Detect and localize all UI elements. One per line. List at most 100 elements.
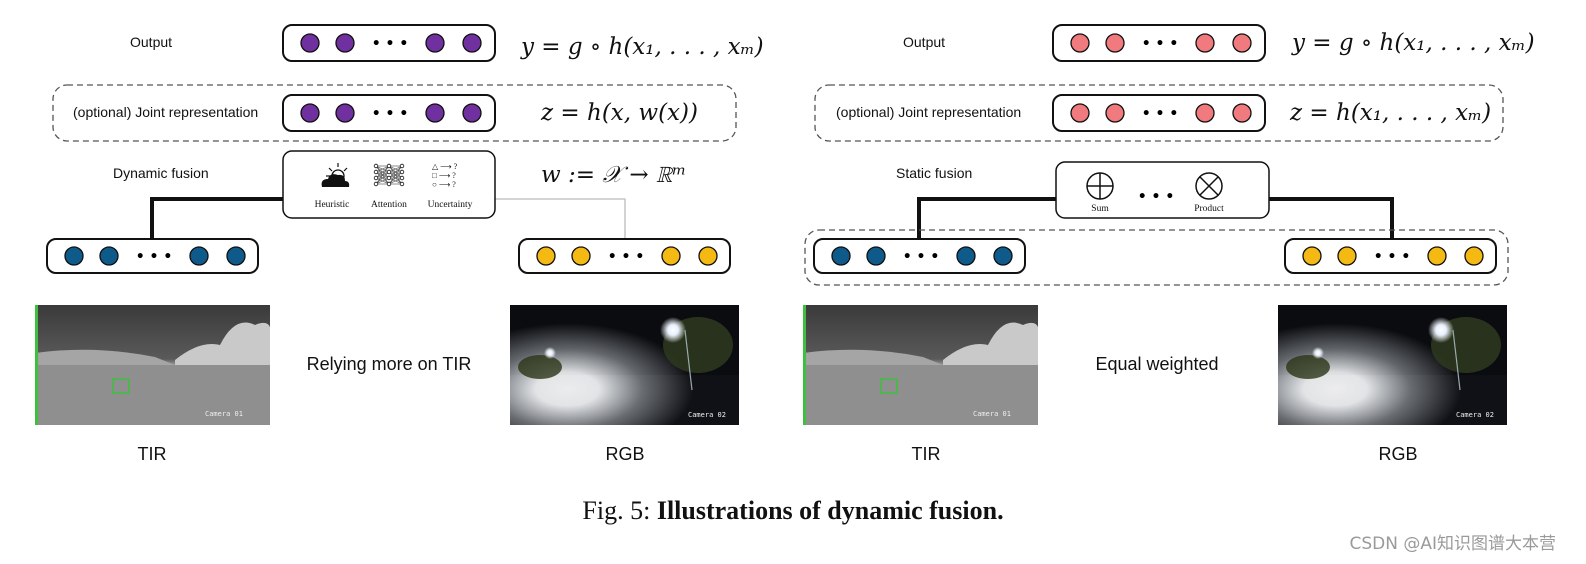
neural-net-icon [373,163,405,187]
output-formula: y = g ∘ h(x₁, . . . , xₘ) [1291,30,1535,56]
feature-node [1232,33,1252,53]
fusion-label: Static fusion [896,165,972,181]
feature-node [99,246,119,266]
feature-node [425,33,445,53]
output-vector-dots: • • • [1070,33,1252,53]
output-vector [1052,24,1266,62]
circle-times-icon [1195,172,1223,200]
feature-node [335,33,355,53]
detection-box [112,378,130,394]
camera-label: Camera 02 [1456,411,1494,419]
ellipsis: • • • [372,36,409,52]
ellipsis: • • • [1142,106,1179,122]
method-label-attention: Attention [371,200,407,210]
feature-node [226,246,246,266]
joint-vector-dots: • • • [1070,103,1252,123]
uncertainty-mark-square: □ ⟶ ? [432,171,456,180]
shape-question-icon: △ ⟶ ? □ ⟶ ? ○ ⟶ ? [432,162,458,189]
feature-node [571,246,591,266]
feature-node [462,33,482,53]
ellipsis: • • • [1374,249,1411,265]
fusion-label: Dynamic fusion [113,165,209,181]
tir-feature-vector [813,238,1026,274]
tir-vector-dots: • • • [831,246,1013,266]
camera-label: Camera 02 [688,411,726,419]
feature-node [831,246,851,266]
joint-label: (optional) Joint representation [836,104,1021,120]
ellipsis: • • • [136,249,173,265]
feature-node [335,103,355,123]
left-panel: Output • • • y = g ∘ h(x₁, . . . , xₘ) (… [35,24,764,464]
feature-node [1070,33,1090,53]
feature-node [300,33,320,53]
tir-label: TIR [138,444,167,464]
method-label-product: Product [1194,204,1224,214]
feature-node [993,246,1013,266]
feature-node [1427,246,1447,266]
method-label-sum: Sum [1091,204,1109,214]
feature-node [64,246,84,266]
feature-node [956,246,976,266]
feature-node [462,103,482,123]
output-label: Output [903,34,945,50]
joint-label: (optional) Joint representation [73,104,258,120]
tir-label: TIR [912,444,941,464]
rgb-image: Camera 02 [510,305,739,425]
rgb-vector-dots: • • • [1302,246,1484,266]
feature-node [189,246,209,266]
ellipsis: • • • [608,249,645,265]
feature-node [536,246,556,266]
feature-node [1105,103,1125,123]
tir-feature-vector [46,238,259,274]
feature-node [1232,103,1252,123]
fusion-caption: Relying more on TIR [307,354,472,374]
feature-node [300,103,320,123]
feature-node [1070,103,1090,123]
uncertainty-mark-triangle: △ ⟶ ? [432,162,458,171]
rgb-connector [1268,197,1394,241]
feature-node [1337,246,1357,266]
method-label-uncertainty: Uncertainty [428,200,473,210]
figure-caption-title: Illustrations of dynamic fusion. [656,496,1004,525]
feature-node [1195,33,1215,53]
joint-vector [1052,94,1266,132]
feature-node [425,103,445,123]
figure-caption: Fig. 5: Illustrations of dynamic fusion. [0,496,1586,526]
rgb-image: Camera 02 [1278,305,1507,425]
feature-node [866,246,886,266]
tir-connector [150,197,284,241]
rgb-label: RGB [605,444,644,464]
input-group-region [804,229,1509,286]
camera-label: Camera 01 [973,410,1011,418]
feature-node [1464,246,1484,266]
joint-formula: z = h(x, w(x)) [540,100,698,126]
feature-node [1105,33,1125,53]
rgb-label: RGB [1378,444,1417,464]
detection-box [880,378,898,394]
tir-connector [917,197,1057,241]
joint-vector-dots: • • • [300,103,482,123]
rgb-feature-vector [1284,238,1497,274]
feature-node [698,246,718,266]
output-vector-dots: • • • [300,33,482,53]
method-ellipsis: • • • [1138,189,1175,205]
watermark: CSDN @AI知识图谱大本营 [1349,534,1556,554]
camera-label: Camera 01 [205,410,243,418]
feature-node [661,246,681,266]
joint-formula: z = h(x₁, . . . , xₘ) [1289,100,1491,126]
feature-node [1195,103,1215,123]
rgb-connector [494,198,626,241]
tir-image: Camera 01 [803,305,1038,425]
circle-plus-icon [1086,172,1114,200]
method-label-heuristic: Heuristic [315,200,350,210]
joint-representation-region [52,84,737,142]
ellipsis: • • • [1142,36,1179,52]
feature-node [1302,246,1322,266]
ellipsis: • • • [903,249,940,265]
rgb-vector-dots: • • • [536,246,718,266]
joint-representation-region [814,84,1504,142]
sun-cloud-icon [321,163,350,187]
ellipsis: • • • [372,106,409,122]
right-panel: Output • • • y = g ∘ h(x₁, . . . , xₘ) (… [803,24,1535,464]
